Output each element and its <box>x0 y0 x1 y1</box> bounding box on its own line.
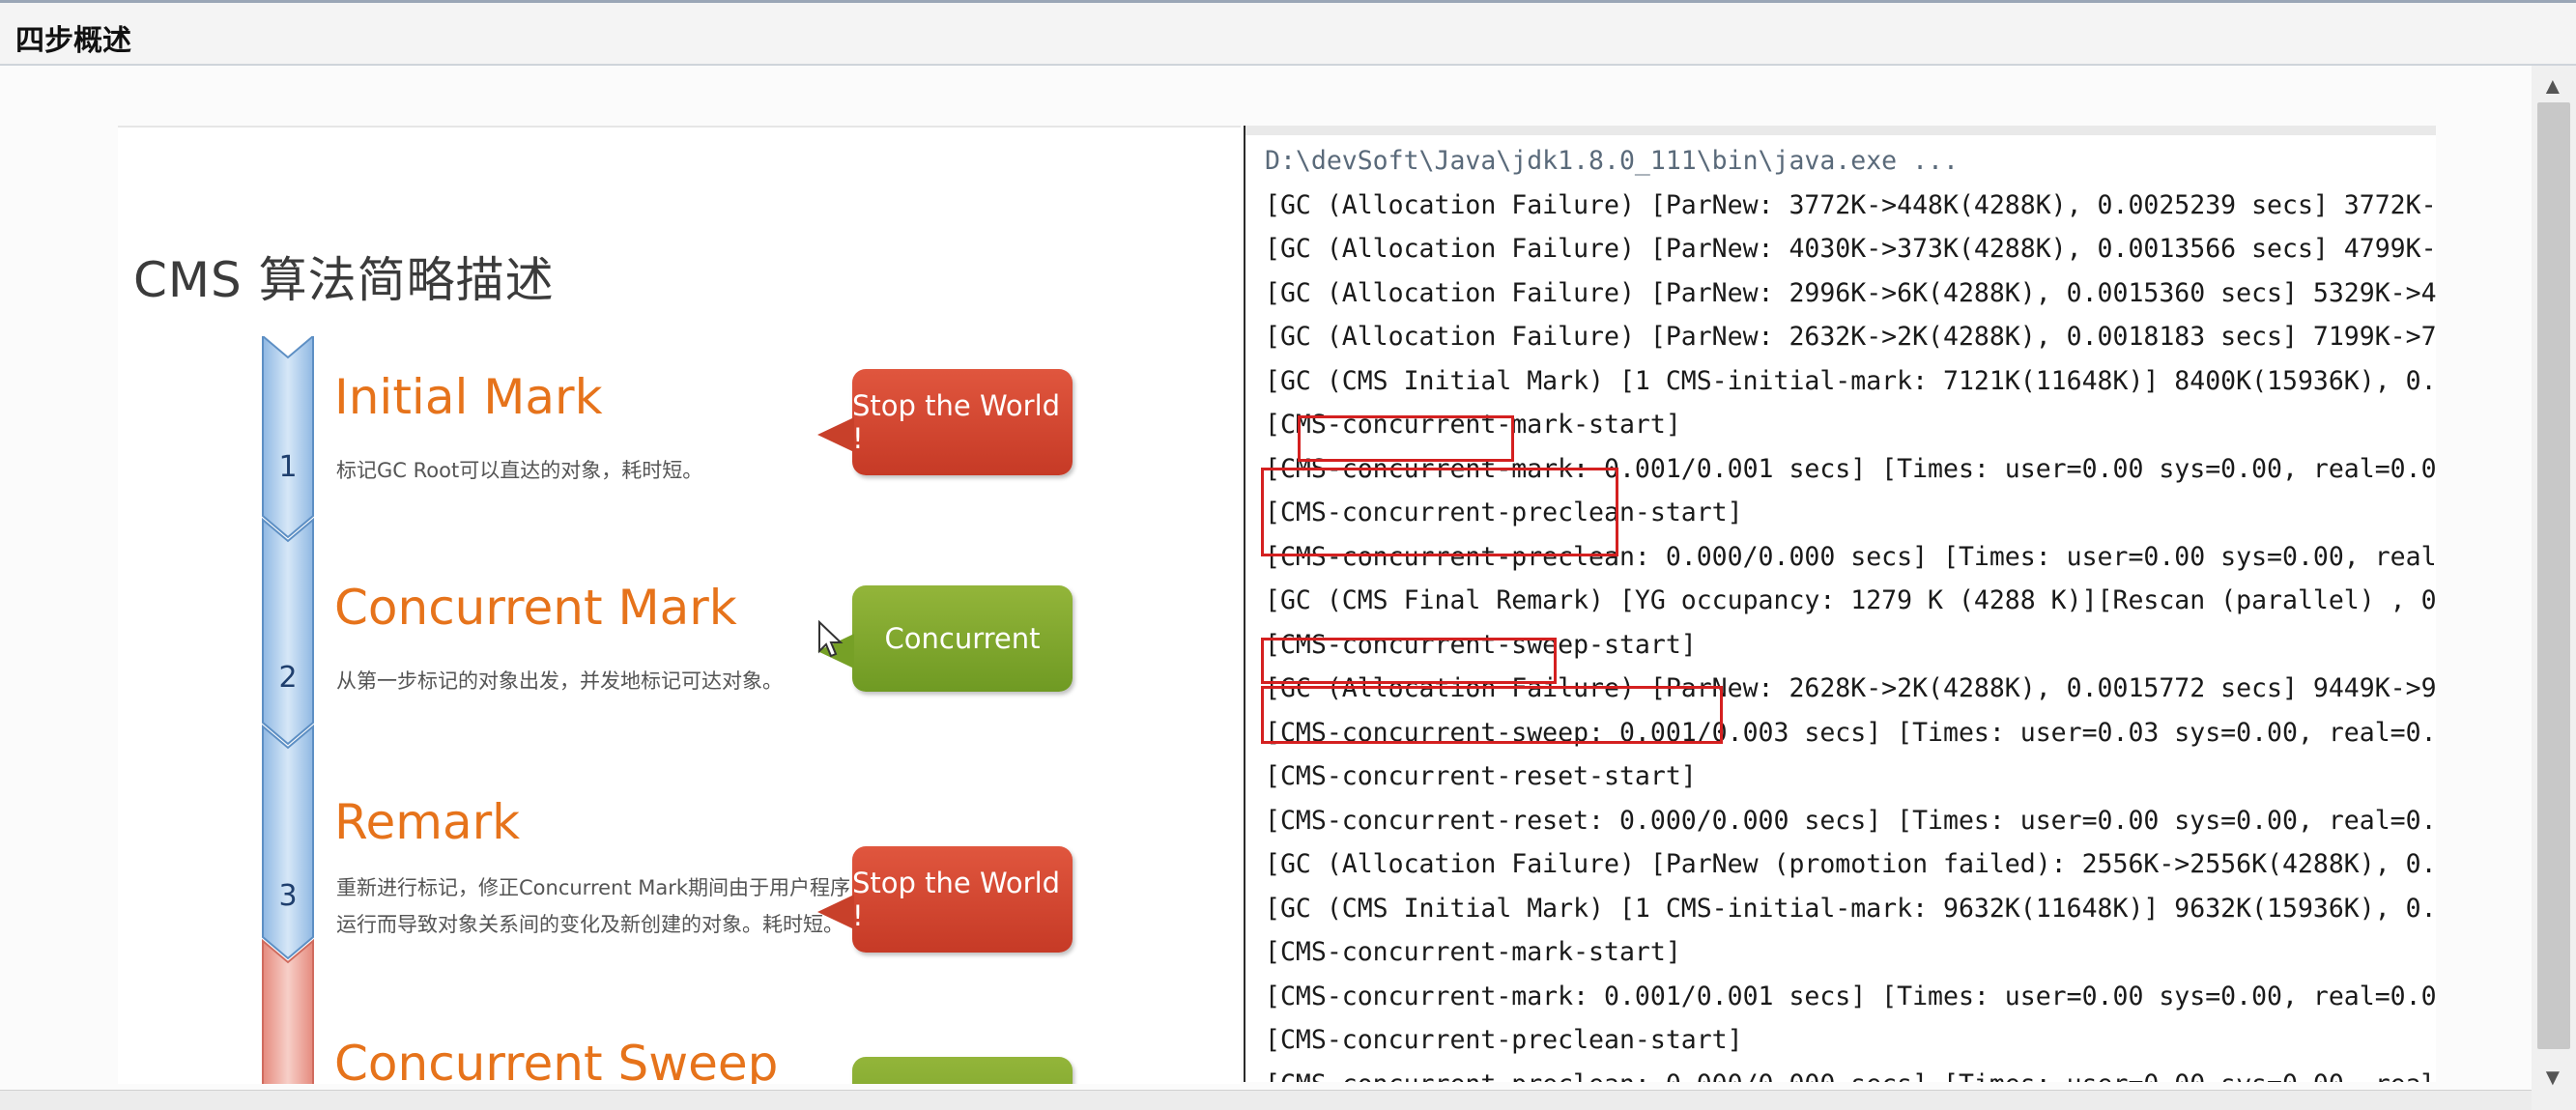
scroll-down-arrow-icon[interactable]: ▼ <box>2541 1065 2564 1091</box>
console-log-line: [CMS-concurrent-reset: 0.000/0.000 secs]… <box>1265 805 2436 836</box>
console-log-line: [GC (Allocation Failure) [ParNew: 3772K-… <box>1265 189 2436 220</box>
slide-heading: CMS 算法简略描述 <box>133 252 555 308</box>
console-log-line: [CMS-concurrent-mark: 0.001/0.001 secs] … <box>1265 453 2436 484</box>
console-log-line: [CMS-concurrent-preclean-start] <box>1265 498 1743 527</box>
content-area: CMS 算法简略描述 1 2 3 Initial Mark 标记GC Root可… <box>0 66 2532 1090</box>
step-number-2: 2 <box>278 661 298 695</box>
console-log-line: [GC (CMS Initial Mark) [1 CMS-initial-ma… <box>1265 893 2436 924</box>
step-number-3: 3 <box>278 879 298 913</box>
mouse-cursor-icon <box>818 620 844 658</box>
badge-label: Stop the World ! <box>852 867 1061 932</box>
step-title-concurrent-mark: Concurrent Mark <box>334 580 737 636</box>
console-log-line: [GC (Allocation Failure) [ParNew: 4030K-… <box>1265 234 2436 264</box>
badge-tail <box>817 417 854 452</box>
console-log-line: [GC (Allocation Failure) [ParNew: 2996K-… <box>1265 277 2436 308</box>
console-log-line: [CMS-concurrent-sweep-start] <box>1265 629 1697 660</box>
step-desc-3-line-1: 重新进行标记，修正Concurrent Mark期间由于用户程序 <box>336 876 851 899</box>
step-title-concurrent-sweep: Concurrent Sweep <box>334 1036 779 1084</box>
step-desc-1: 标记GC Root可以直达的对象，耗时短。 <box>336 452 702 489</box>
vertical-scrollbar[interactable]: ▲ ▼ <box>2532 66 2576 1109</box>
console-top-strip <box>1245 126 2436 135</box>
step-desc-2-line-1: 从第一步标记的对象出发，并发地标记可达对象。 <box>336 669 783 693</box>
highlight-concurrent-sweep-start <box>1261 686 1723 744</box>
step-number-1: 1 <box>278 450 298 484</box>
timeline-bar <box>262 336 314 1084</box>
console-log-line: [GC (Allocation Failure) [ParNew: 2632K-… <box>1265 322 2436 352</box>
stop-the-world-badge-2: Stop the World ! <box>817 846 1073 953</box>
console-log-line: [CMS-concurrent-mark: 0.001/0.001 secs] … <box>1265 981 2436 1011</box>
step-title-remark: Remark <box>334 794 521 850</box>
console-log-line: [GC (Allocation Failure) [ParNew (promot… <box>1265 849 2436 879</box>
highlight-concurrent-mark <box>1261 468 1618 556</box>
console-lines: D:\devSoft\Java\jdk1.8.0_111\bin\java.ex… <box>1265 139 2436 1082</box>
bottom-status-strip <box>0 1090 2532 1110</box>
step-desc-3-line-2: 运行而导致对象关系间的变化及新创建的对象。耗时短。 <box>336 913 844 936</box>
console-log-line: [CMS-concurrent-sweep: 0.001/0.003 secs]… <box>1265 717 2436 748</box>
window-title: 四步概述 <box>15 24 131 58</box>
badge-tail <box>817 895 854 929</box>
step-desc-3: 重新进行标记，修正Concurrent Mark期间由于用户程序 运行而导致对象… <box>336 869 850 943</box>
console-log-line: [CMS-concurrent-preclean: 0.000/0.000 se… <box>1265 1063 2436 1083</box>
console-log-line: [CMS-concurrent-mark-start] <box>1265 410 1681 440</box>
badge-label: Stop the World ! <box>852 389 1061 455</box>
console-log-line: [CMS-concurrent-mark-start] <box>1265 937 1681 967</box>
concurrent-badge-1: Concurrent <box>817 585 1073 692</box>
slide-panel: CMS 算法简略描述 1 2 3 Initial Mark 标记GC Root可… <box>118 126 1241 1084</box>
console-log-line: [GC (CMS Initial Mark) [1 CMS-initial-ma… <box>1265 365 2436 396</box>
step-desc-1-line-1: 标记GC Root可以直达的对象，耗时短。 <box>336 459 703 482</box>
console-log-line: [CMS-concurrent-reset-start] <box>1265 761 1697 791</box>
badge-label: Concurrent <box>884 622 1041 655</box>
highlight-cms-initial-mark <box>1298 415 1514 462</box>
console-log-line: [CMS-concurrent-preclean-start] <box>1265 1025 1743 1055</box>
highlight-cms-final-remark <box>1261 638 1557 684</box>
console-log-line: [GC (CMS Final Remark) [YG occupancy: 12… <box>1265 585 2436 615</box>
step-title-initial-mark: Initial Mark <box>334 369 603 425</box>
console-command-line: D:\devSoft\Java\jdk1.8.0_111\bin\java.ex… <box>1265 146 1959 176</box>
scrollbar-thumb[interactable] <box>2537 102 2570 1049</box>
stop-the-world-badge-1: Stop the World ! <box>817 369 1073 475</box>
window-titlebar: 四步概述 <box>0 0 2576 66</box>
console-log-line: [CMS-concurrent-preclean: 0.000/0.000 se… <box>1265 541 2436 572</box>
scroll-up-arrow-icon[interactable]: ▲ <box>2541 73 2564 100</box>
console-output-panel[interactable]: D:\devSoft\Java\jdk1.8.0_111\bin\java.ex… <box>1244 126 2436 1082</box>
concurrent-badge-2 <box>852 1057 1073 1084</box>
step-desc-2: 从第一步标记的对象出发，并发地标记可达对象。 <box>336 663 783 699</box>
console-log-line: [GC (Allocation Failure) [ParNew: 2628K-… <box>1265 673 2436 703</box>
